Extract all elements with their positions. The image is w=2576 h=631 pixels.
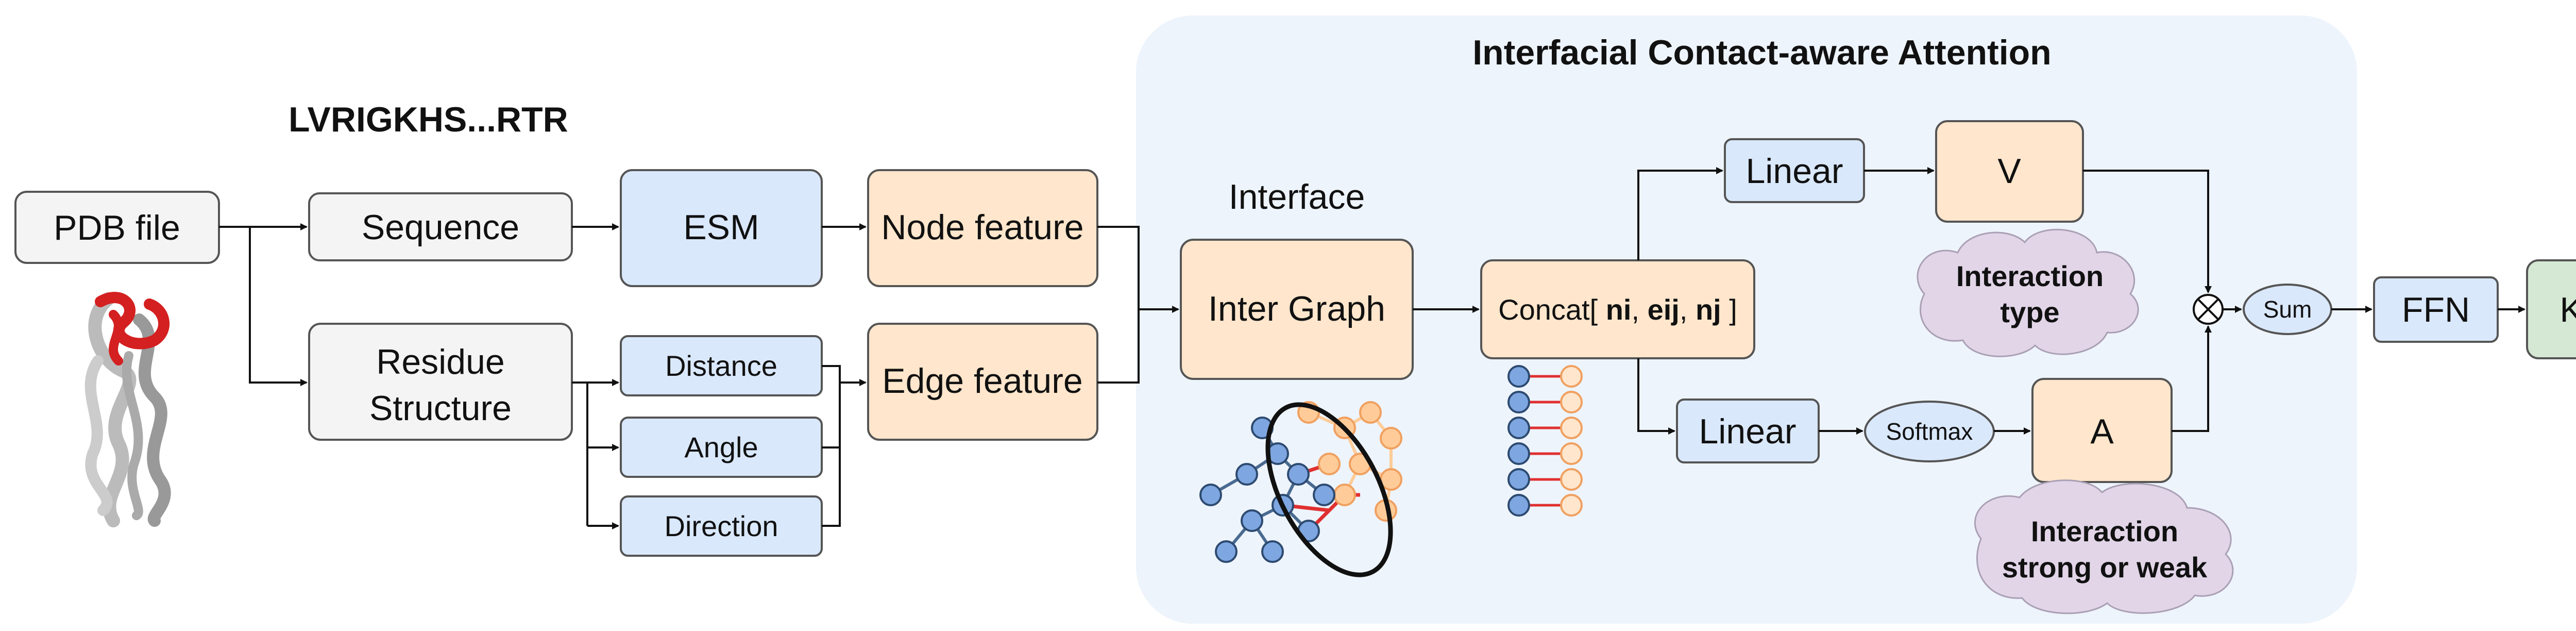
linear-top-label: Linear — [1745, 152, 1843, 191]
interface-graph-illustration — [1199, 401, 1402, 577]
kd-box — [2526, 259, 2576, 359]
vector-node-orange — [1560, 468, 1583, 491]
interaction-strength-cloud: Interaction strong or weak — [1974, 479, 2234, 615]
concat-sep1: , — [1631, 293, 1647, 326]
interaction-strength-line2: strong or weak — [2002, 551, 2208, 584]
concat-box — [1480, 259, 1755, 359]
vector-node-blue — [1507, 391, 1530, 413]
angle-label: Angle — [684, 431, 758, 463]
concat-sep2: , — [1680, 293, 1696, 326]
sum-label: Sum — [2263, 296, 2312, 323]
vector-node-blue — [1507, 365, 1530, 388]
vector-node-blue — [1507, 468, 1530, 491]
sequence-string: LVRIGKHS...RTR — [289, 100, 568, 139]
softmax-label: Softmax — [1886, 418, 1973, 445]
vector-node-orange — [1560, 365, 1583, 388]
concat-label: Concat[ ni, eij, nj ] — [1498, 293, 1737, 326]
vector-node-orange — [1560, 417, 1583, 439]
vector-node-blue — [1507, 494, 1530, 517]
edge-feature-label: Edge feature — [882, 361, 1082, 401]
residue-structure-label-line2: Structure — [369, 389, 512, 428]
concat-prefix: Concat[ — [1498, 293, 1606, 326]
vector-node-orange — [1560, 442, 1583, 465]
distance-label: Distance — [665, 350, 777, 382]
pdb-file-label: PDB file — [54, 208, 180, 247]
interaction-strength-line1: Interaction — [2031, 515, 2178, 547]
vector-node-blue — [1507, 442, 1530, 465]
interaction-type-line1: Interaction — [1956, 260, 2104, 292]
vector-node-orange — [1560, 391, 1583, 413]
interaction-type-cloud: Interaction type — [1917, 228, 2139, 357]
multiply-operator — [2193, 294, 2224, 325]
direction-label: Direction — [665, 510, 778, 542]
concat-suffix: ] — [1721, 293, 1737, 326]
concat-eij: eij — [1648, 293, 1680, 326]
node-feature-box — [867, 169, 1098, 287]
v-label: V — [1997, 152, 2021, 191]
a-label: A — [2090, 412, 2114, 451]
connectors — [219, 167, 2526, 529]
interface-label: Interface — [1229, 177, 1365, 217]
interaction-type-line2: type — [2000, 296, 2059, 328]
linear-bottom-label: Linear — [1699, 412, 1796, 451]
sequence-label: Sequence — [362, 208, 519, 247]
concat-ni: ni — [1606, 293, 1632, 326]
esm-label: ESM — [683, 208, 759, 247]
vector-node-orange — [1560, 494, 1583, 517]
concat-nj: nj — [1696, 293, 1721, 326]
ffn-label: FFN — [2402, 290, 2470, 329]
inter-graph-label: Inter Graph — [1208, 289, 1385, 328]
protein-structure-icon — [84, 292, 171, 527]
concat-vectors-illustration — [1507, 365, 1583, 517]
residue-structure-label-line1: Residue — [376, 342, 505, 381]
kd-label: Kd — [2560, 290, 2576, 329]
node-feature-label: Node feature — [881, 208, 1083, 247]
esm-box — [620, 169, 823, 287]
attention-panel-title: Interfacial Contact-aware Attention — [1472, 33, 2051, 72]
vector-node-blue — [1507, 417, 1530, 439]
